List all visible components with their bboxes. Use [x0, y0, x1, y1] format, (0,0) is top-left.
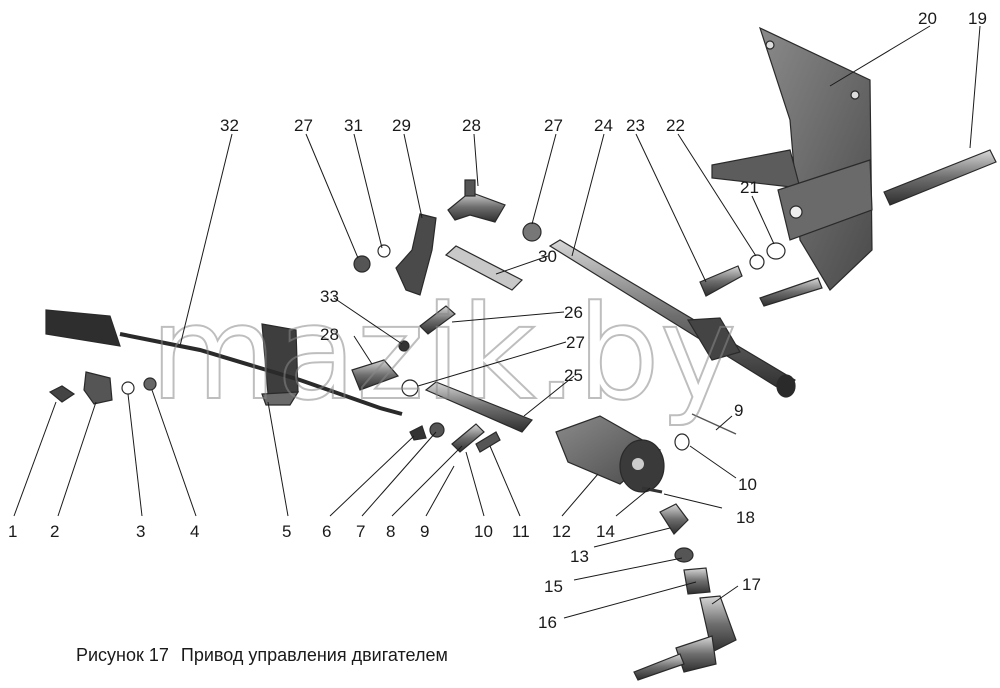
callout-label: 10: [738, 475, 757, 494]
part-27-nut-a: [522, 222, 542, 242]
callout-labels: 1 2 3 4 5 6 7 8 9 10 11 12 13 14 15 16 1…: [8, 9, 987, 632]
part-22-washer: [749, 254, 765, 270]
part-1-bolt: [48, 385, 76, 403]
callout-label: 28: [320, 325, 339, 344]
part-29-lever: [395, 213, 437, 296]
part-21-washer: [766, 242, 786, 260]
watermark-text: mazik.by: [150, 277, 737, 429]
callout-label: 28: [462, 116, 481, 135]
callout-label: 11: [512, 522, 530, 541]
callout-label: 20: [918, 9, 937, 28]
leader-lines: [13, 25, 981, 619]
part-12-cylinder: [555, 415, 665, 493]
callout-label: 16: [538, 613, 557, 632]
part-23-bolt: [699, 265, 743, 297]
callout-label: 30: [538, 247, 557, 266]
part-4-nut: [143, 377, 157, 391]
part-19-rod: [883, 149, 997, 206]
callout-label: 31: [344, 116, 363, 135]
part-14-18-rings: [641, 486, 663, 494]
figure-title: Привод управления двигателем: [180, 645, 448, 665]
part-31-clip: [377, 244, 391, 258]
part-11-pin: [475, 431, 501, 453]
callout-label: 7: [356, 522, 365, 541]
part-26-pin: [419, 305, 456, 335]
part-7-nut: [429, 422, 445, 438]
callout-label: 27: [294, 116, 313, 135]
callout-label: 13: [570, 547, 589, 566]
callout-label: 10: [474, 522, 493, 541]
part-13-fitting: [659, 503, 689, 535]
callout-label: 19: [968, 9, 987, 28]
callout-label: 22: [666, 116, 685, 135]
callout-label: 25: [564, 366, 583, 385]
callout-label: 3: [136, 522, 145, 541]
callout-label: 18: [736, 508, 755, 527]
parts-drawing: [45, 26, 997, 681]
callout-label: 33: [320, 287, 339, 306]
callout-label: 27: [566, 333, 585, 352]
callout-label: 24: [594, 116, 613, 135]
callout-label: 6: [322, 522, 331, 541]
callout-label: 21: [740, 178, 759, 197]
figure-number: Рисунок 17: [76, 645, 169, 665]
callout-label: 12: [552, 522, 571, 541]
callout-label: 8: [386, 522, 395, 541]
part-28-fork-top: [447, 179, 506, 223]
part-30-spring: [444, 245, 524, 291]
part-8-link: [451, 423, 485, 453]
part-17-elbow: [633, 595, 737, 681]
callout-label: 5: [282, 522, 291, 541]
callout-label: 9: [734, 401, 743, 420]
callout-label: 26: [564, 303, 583, 322]
callout-label: 29: [392, 116, 411, 135]
callout-label: 23: [626, 116, 645, 135]
part-20-mounting-plate: [711, 26, 873, 291]
callout-label: 17: [742, 575, 761, 594]
part-16-nut: [683, 567, 711, 595]
part-24-shaft: [548, 239, 796, 398]
callout-label: 27: [544, 116, 563, 135]
callout-label: 14: [596, 522, 615, 541]
part-10-washer: [674, 433, 690, 451]
callout-label: 2: [50, 522, 59, 541]
part-27-nut-b: [353, 255, 371, 273]
part-3-washer: [121, 381, 135, 395]
callout-label: 32: [220, 116, 239, 135]
part-32-cable: [45, 309, 403, 416]
callout-label: 15: [544, 577, 563, 596]
part-28-fork-mid: [351, 359, 400, 391]
part-9-pin: [691, 413, 737, 435]
figure-caption: Рисунок 17 Привод управления двигателем: [76, 645, 448, 666]
part-15-ring: [674, 547, 694, 563]
callout-label: 4: [190, 522, 199, 541]
part-2-clamp: [83, 371, 113, 405]
callout-label: 1: [8, 522, 17, 541]
part-25-sleeve: [424, 381, 533, 433]
callout-label: 9: [420, 522, 429, 541]
part-pin: [759, 277, 823, 307]
part-27-nut-c: [401, 379, 419, 397]
